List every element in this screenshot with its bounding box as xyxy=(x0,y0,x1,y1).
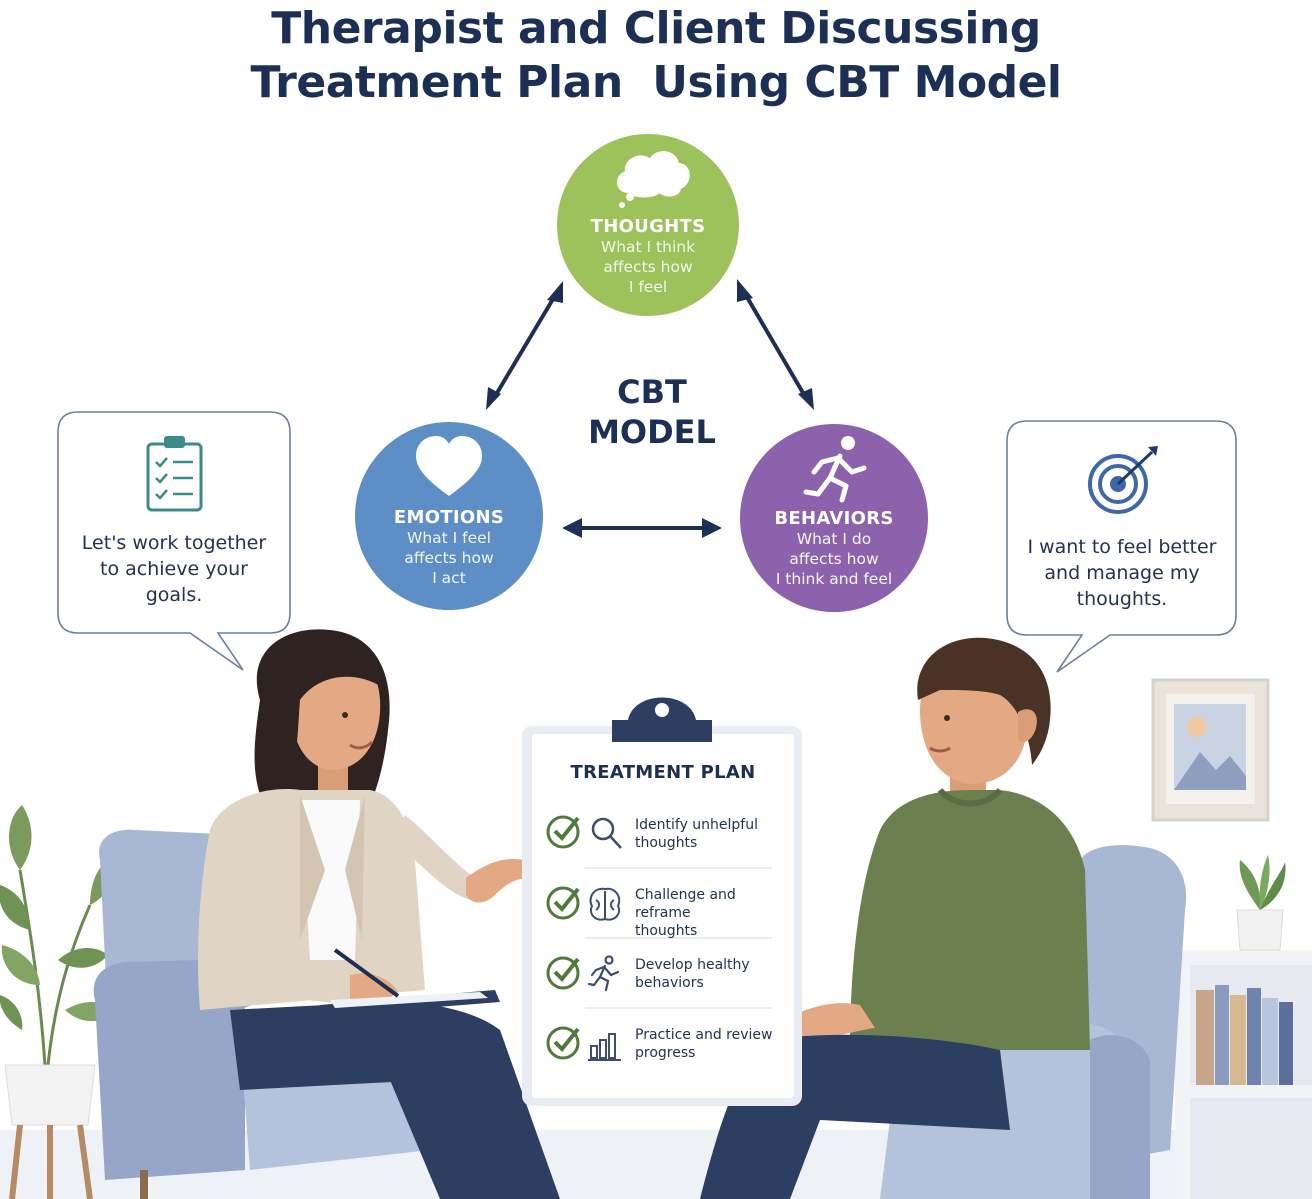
behaviors-title: BEHAVIORS xyxy=(774,508,894,529)
page-title-line-2: Treatment Plan Using CBT Model xyxy=(250,57,1062,108)
thoughts-title: THOUGHTS xyxy=(590,216,706,237)
emotions-circle xyxy=(355,422,543,610)
page-title: Therapist and Client Discussing Treatmen… xyxy=(0,2,1312,110)
plan-item-2-line-1: Challenge and reframe xyxy=(635,887,736,921)
thought-cloud-icon xyxy=(617,151,690,208)
therapist-speech-line-3: goals. xyxy=(145,584,203,606)
brain-icon xyxy=(589,887,621,921)
plan-item-1-line-1: Identify unhelpful xyxy=(635,817,758,833)
wall-picture-frame xyxy=(1151,678,1270,822)
emotions-line-2: affects how xyxy=(404,549,494,567)
magnifier-icon xyxy=(591,817,622,849)
behaviors-line-1: What I do xyxy=(796,530,872,548)
behaviors-label-group: BEHAVIORS What I do affects how I think … xyxy=(740,508,928,608)
thoughts-label-group: THOUGHTS What I think affects how I feel xyxy=(557,216,739,316)
clipboard-checklist-icon xyxy=(146,436,203,512)
plan-item-4-line-1: Practice and review xyxy=(635,1027,773,1043)
plan-item-2-line-2: thoughts xyxy=(635,923,698,939)
cbt-arrows xyxy=(486,279,814,538)
plan-item-4-line-2: progress xyxy=(635,1045,696,1061)
plan-item-4: Practice and review progress xyxy=(635,1026,785,1062)
therapist-speech-text: Let's work together to achieve your goal… xyxy=(60,530,288,608)
running-person-icon xyxy=(803,436,867,503)
plan-item-3-line-2: behaviors xyxy=(635,975,704,991)
plan-item-3: Develop healthy behaviors xyxy=(635,956,785,992)
bar-chart-icon xyxy=(588,1033,621,1061)
therapist-speech-bubble xyxy=(57,411,291,671)
plan-item-2: Challenge and reframe thoughts xyxy=(635,886,785,940)
client-speech-line-2: and manage my xyxy=(1044,562,1200,584)
emotions-label-group: EMOTIONS What I feel affects how I act xyxy=(355,507,543,607)
client-speech-line-1: I want to feel better xyxy=(1027,536,1217,558)
emotions-title: EMOTIONS xyxy=(393,507,505,528)
behaviors-circle xyxy=(740,424,928,612)
emotions-line-3: I act xyxy=(432,569,466,587)
emotions-line-1: What I feel xyxy=(407,529,491,547)
plan-check-icons xyxy=(546,815,580,1060)
thoughts-line-3: I feel xyxy=(628,278,668,296)
treatment-plan-clipboard xyxy=(522,697,802,1106)
therapist-speech-line-1: Let's work together xyxy=(81,532,267,554)
therapist-figure xyxy=(198,629,560,1199)
target-icon xyxy=(1088,446,1158,514)
client-speech-line-3: thoughts. xyxy=(1076,588,1168,610)
client-speech-bubble xyxy=(1006,420,1237,673)
running-person-small-icon xyxy=(587,955,620,992)
plan-item-1: Identify unhelpful thoughts xyxy=(635,816,785,852)
page-title-line-1: Therapist and Client Discussing xyxy=(271,3,1041,54)
heart-icon xyxy=(416,436,482,496)
bookshelf xyxy=(1175,950,1312,1199)
thoughts-circle xyxy=(557,134,739,316)
cbt-model-label-line-1: CBT xyxy=(617,373,687,411)
thoughts-line-2: affects how xyxy=(603,258,693,276)
thoughts-line-1: What I think xyxy=(600,238,696,256)
plan-item-3-line-1: Develop healthy xyxy=(635,957,750,973)
cbt-model-label: CBT MODEL xyxy=(552,372,752,452)
behaviors-line-2: affects how xyxy=(789,550,879,568)
behaviors-line-3: I think and feel xyxy=(775,570,893,588)
client-figure xyxy=(700,637,1090,1199)
cbt-model-label-line-2: MODEL xyxy=(588,413,716,451)
treatment-plan-heading: TREATMENT PLAN xyxy=(570,762,756,783)
therapist-speech-line-2: to achieve your xyxy=(100,558,248,580)
client-speech-text: I want to feel better and manage my thou… xyxy=(1009,534,1235,612)
small-potted-plant xyxy=(1236,855,1286,951)
large-potted-plant xyxy=(0,805,116,1199)
plan-item-1-line-2: thoughts xyxy=(635,835,698,851)
